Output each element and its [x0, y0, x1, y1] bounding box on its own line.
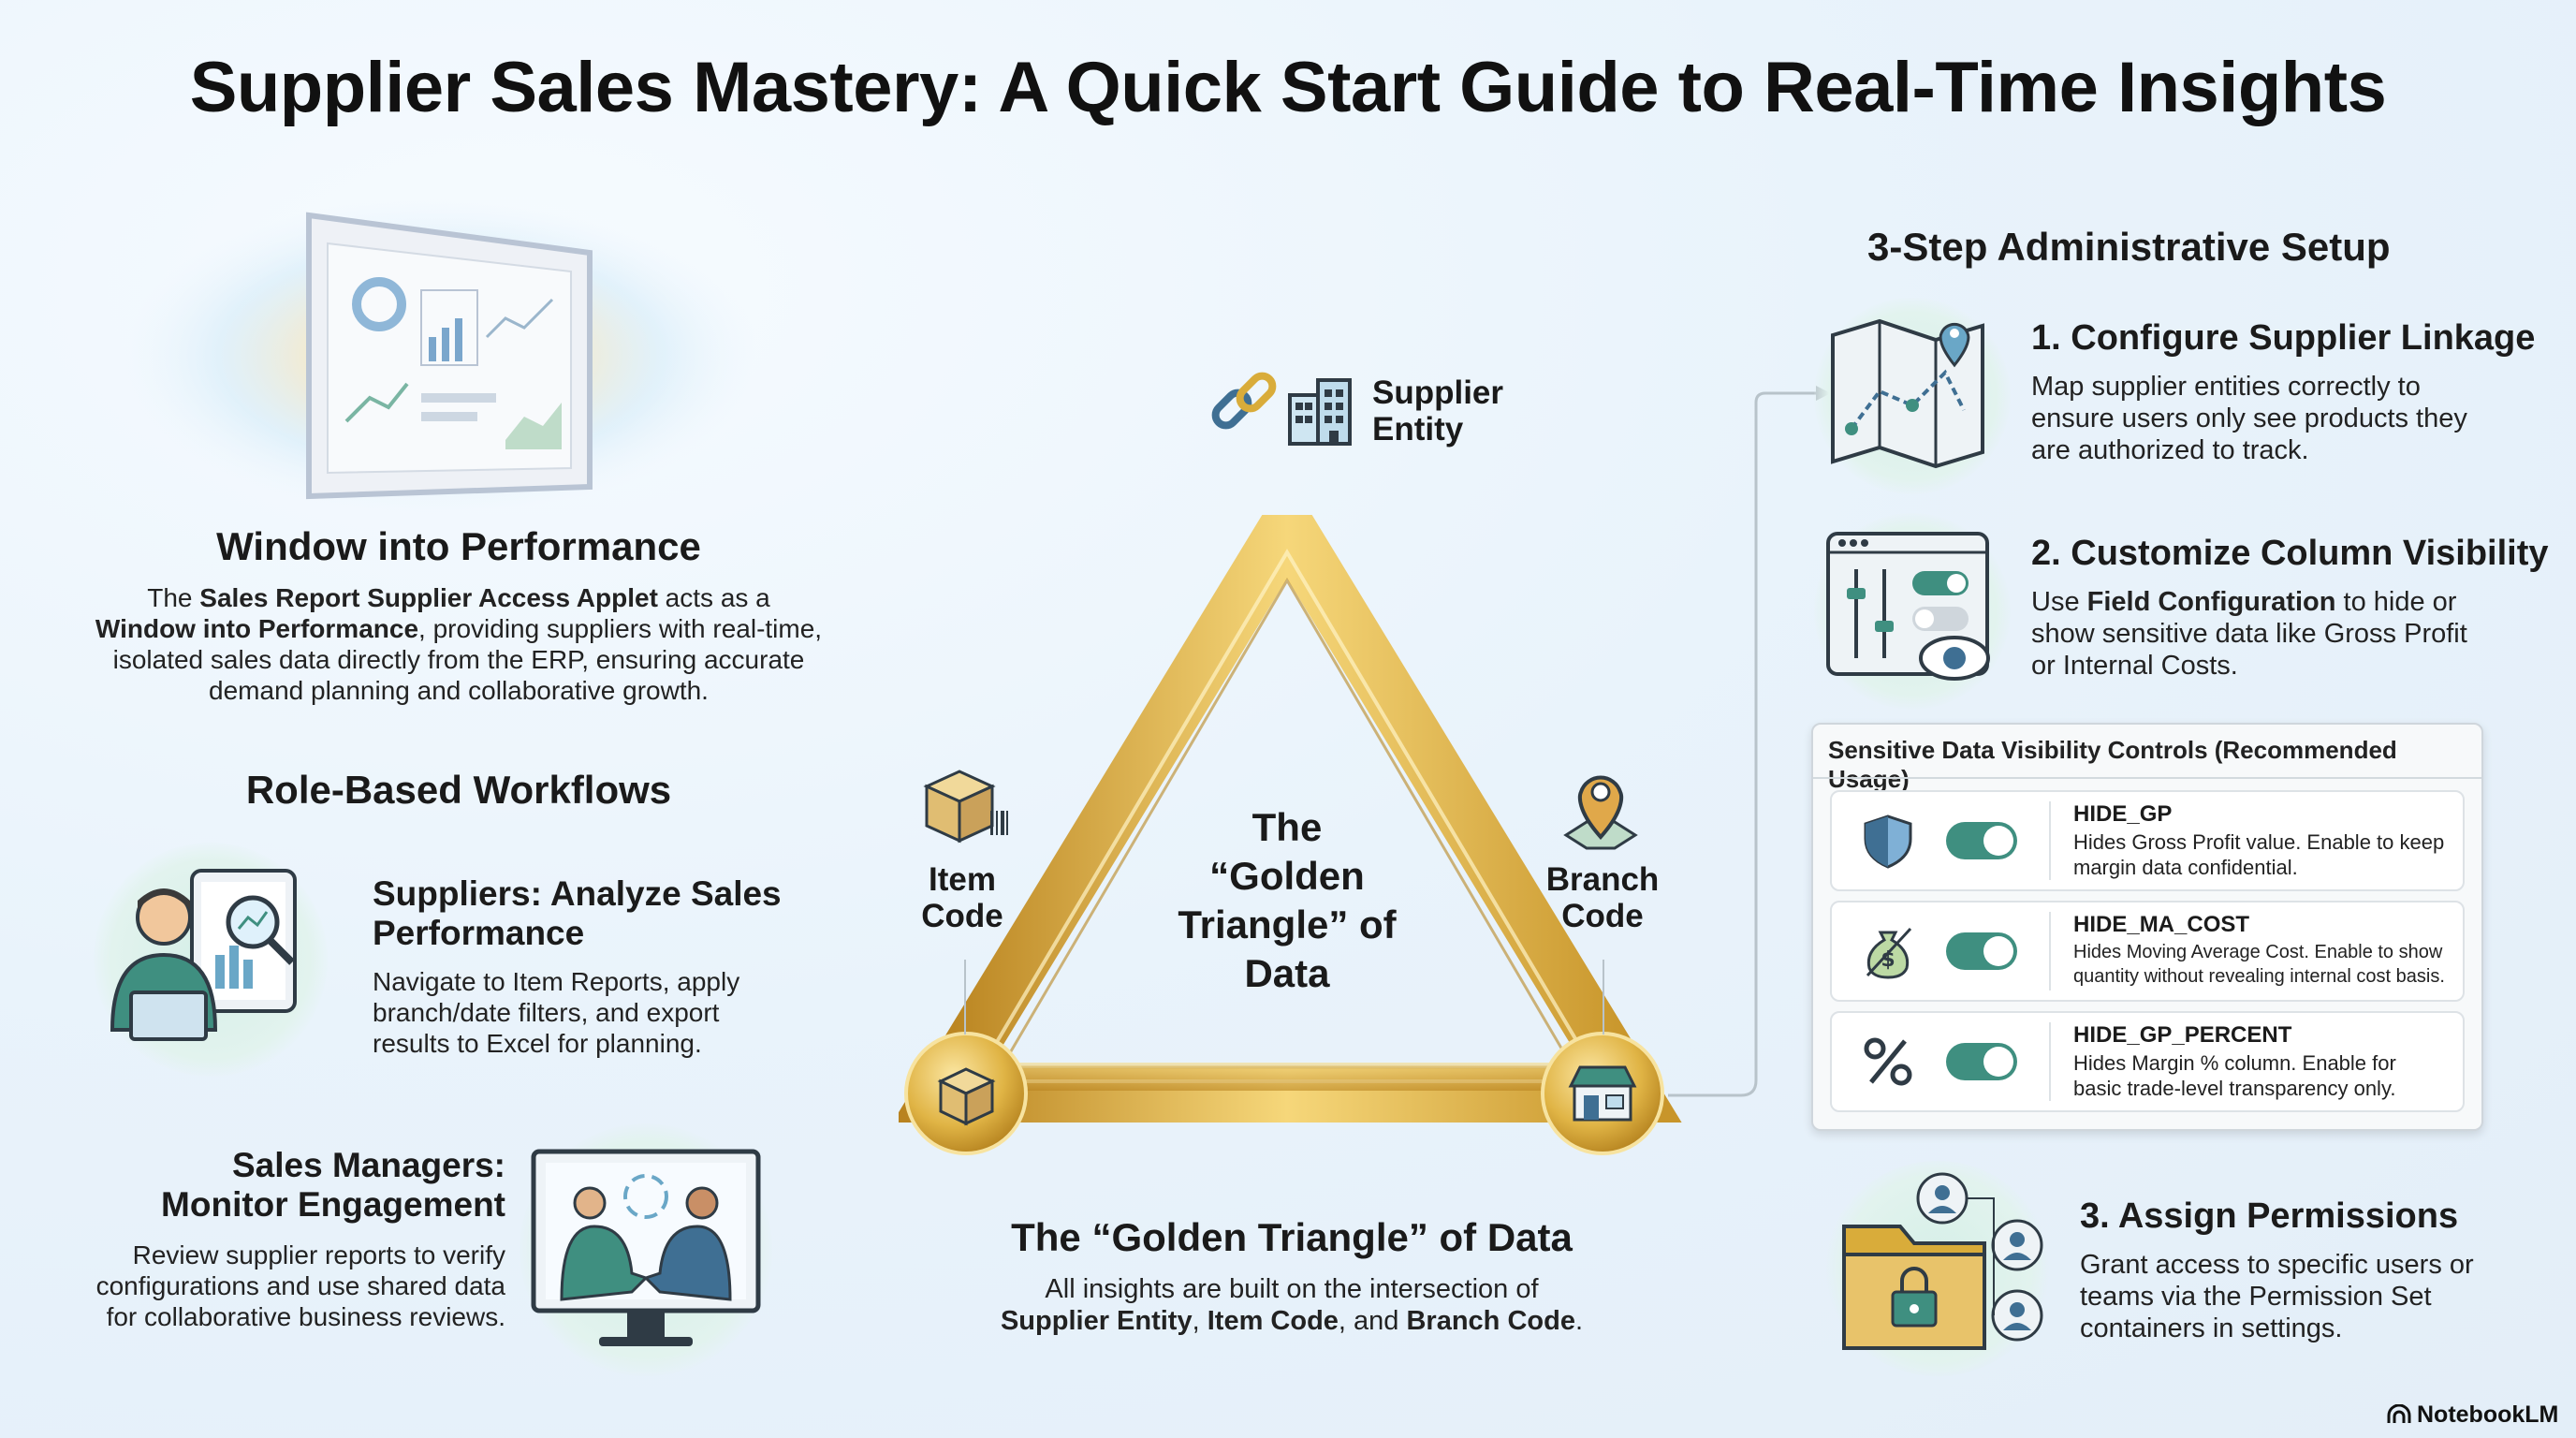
step3-title: 3. Assign Permissions — [2080, 1196, 2459, 1236]
hide-gp-desc: Hides Gross Profit value. Enable to keep… — [2073, 830, 2445, 879]
visibility-controls-table: Sensitive Data Visibility Controls (Reco… — [1811, 723, 2483, 1131]
hide-ma-cost-code: HIDE_MA_COST — [2073, 912, 2250, 937]
setup-heading: 3-Step Administrative Setup — [1867, 225, 2391, 269]
chain-link-icon — [1208, 365, 1282, 440]
supplier-entity-label: Supplier Entity — [1372, 374, 1504, 448]
svg-text:$: $ — [1881, 948, 1895, 972]
triangle-center-label: The “Golden Triangle” of Data — [1178, 805, 1397, 995]
handshake-monitor-illustration — [520, 1123, 772, 1376]
percent-icon — [1860, 1034, 1916, 1090]
branch-code-connector — [1603, 960, 1604, 1034]
money-bag-icon: $ — [1860, 923, 1916, 979]
building-icon — [1282, 373, 1357, 448]
step3-text: Grant access to specific users or teams … — [2080, 1250, 2474, 1343]
map-pin-icon — [1559, 764, 1643, 854]
roles-heading: Role-Based Workflows — [245, 768, 672, 812]
supplier-analyst-illustration — [94, 843, 328, 1077]
hide-gp-percent-toggle[interactable] — [1946, 1043, 2017, 1080]
managers-workflow-title: Sales Managers: Monitor Engagement — [161, 1146, 505, 1224]
hide-ma-cost-toggle[interactable] — [1946, 932, 2017, 970]
triangle-caption-line2: Supplier Entity, Item Code, and Branch C… — [1000, 1306, 1584, 1336]
map-route-illustration — [1814, 298, 2011, 494]
golden-triangle — [892, 474, 1685, 1170]
flow-connector-arrow — [1666, 374, 1835, 1105]
dashboard-illustration — [112, 187, 768, 524]
hide-gp-percent-code: HIDE_GP_PERCENT — [2073, 1022, 2292, 1048]
hide-gp-percent-desc: Hides Margin % column. Enable for basic … — [2073, 1051, 2396, 1100]
table-row: HIDE_GP Hides Gross Profit value. Enable… — [1830, 790, 2465, 891]
hide-ma-cost-desc: Hides Moving Average Cost. Enable to sho… — [2073, 942, 2445, 987]
table-row: HIDE_GP_PERCENT Hides Margin % column. E… — [1830, 1011, 2465, 1112]
package-icon — [917, 764, 1011, 848]
page-title: Supplier Sales Mastery: A Quick Start Gu… — [189, 48, 2387, 127]
brand-label: NotebookLM — [2417, 1401, 2559, 1428]
managers-workflow-text: Review supplier reports to verify config… — [95, 1240, 505, 1331]
table-row: $ HIDE_MA_COST Hides Moving Average Cost… — [1830, 901, 2465, 1002]
step1-title: 1. Configure Supplier Linkage — [2031, 318, 2536, 358]
window-text: The Sales Report Supplier Access Applet … — [95, 583, 823, 705]
branch-code-label: Branch Code — [1545, 861, 1660, 934]
hide-gp-toggle[interactable] — [1946, 822, 2017, 859]
table-header: Sensitive Data Visibility Controls (Reco… — [1828, 736, 2397, 793]
suppliers-workflow-title: Suppliers: Analyze Sales Performance — [373, 874, 782, 952]
notebooklm-icon — [2387, 1403, 2411, 1425]
step1-text: Map supplier entities correctly to ensur… — [2031, 372, 2467, 465]
step2-title: 2. Customize Column Visibility — [2031, 534, 2549, 573]
shield-icon — [1860, 813, 1916, 869]
step2-text: Use Field Configuration to hide or show … — [2031, 587, 2467, 681]
triangle-caption-title: The “Golden Triangle” of Data — [1011, 1215, 1573, 1259]
settings-sliders-illustration — [1814, 513, 2011, 710]
triangle-caption-line1: All insights are built on the intersecti… — [1045, 1274, 1539, 1304]
suppliers-workflow-text: Navigate to Item Reports, apply branch/d… — [373, 967, 740, 1058]
locked-folder-illustration — [1825, 1161, 2050, 1376]
item-code-label: Item Code — [921, 861, 1003, 934]
window-heading: Window into Performance — [216, 524, 701, 568]
hide-gp-code: HIDE_GP — [2073, 801, 2173, 827]
item-code-connector — [964, 960, 966, 1034]
